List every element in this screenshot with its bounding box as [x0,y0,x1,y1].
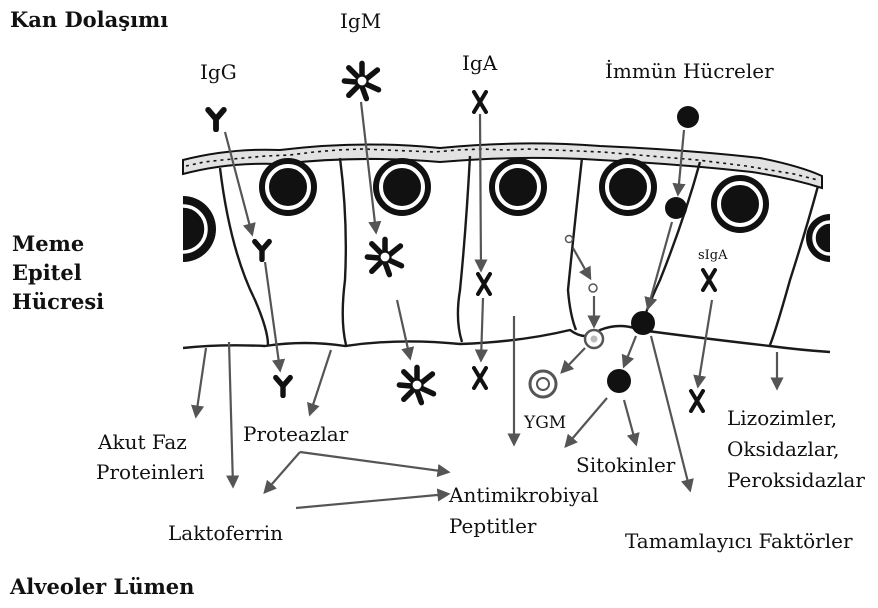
acute-phase-label-line2: Proteinleri [96,460,204,484]
igg-molecule-icon [208,110,224,129]
apical-membrane [183,326,830,352]
fat-globule [530,371,556,397]
antimicrobial-label-line2: Peptitler [449,514,537,538]
antimicrobial-label-line1: Antimikrobiyal [448,483,599,507]
iga-molecule-icon [474,368,486,388]
lumen-label: Alveoler Lümen [9,574,194,599]
fat-globule-secreting [585,330,603,348]
blood-label: Kan Dolaşımı [10,7,168,32]
igm-molecule-icon [367,239,401,274]
igg-molecule-icon [276,378,290,396]
proteases-label: Proteazlar [243,422,349,446]
epithelium-label-line1: Meme [12,231,84,256]
enzymes-label-line2: Oksidazlar, [727,437,839,461]
igm-label: IgM [340,9,381,33]
iga-molecule-icon [474,92,486,112]
enzymes-label-line3: Peroksidazlar [727,468,865,492]
nucleus [489,158,547,216]
iga-molecule-icon [478,274,490,294]
immune-cell [665,197,687,219]
iga-label: IgA [462,51,498,75]
complement-label: Tamamlayıcı Faktörler [625,529,853,553]
nucleus [599,158,657,216]
igm-molecule-icon [399,367,433,402]
acute-phase-label-line1: Akut Faz [97,430,187,454]
nucleus [806,214,830,262]
siga-molecule-icon [703,270,715,290]
lactoferrin-label: Laktoferrin [168,521,283,545]
nucleus [711,175,769,233]
immune-cell [631,311,655,335]
nucleus [259,158,317,216]
cell-wall-6 [770,186,818,345]
cytokines-label: Sitokinler [576,453,676,477]
igm-molecule-icon [344,63,378,98]
vesicle [589,284,597,292]
ygm-label: YGM [523,413,566,433]
nucleus [373,158,431,216]
igg-molecule-icon [255,242,269,260]
immune-cells-label: İmmün Hücreler [605,59,774,83]
epithelium-label-line3: Hücresi [12,289,104,314]
siga-label: sIgA [698,248,728,263]
igg-label: IgG [200,60,237,84]
cell-wall-3 [458,156,470,342]
enzymes-label-line1: Lizozimler, [727,406,837,430]
cell-wall-4 [568,158,582,330]
cell-wall-2 [340,158,346,345]
immune-cell [607,369,631,393]
immune-cell [677,106,699,128]
vesicle [566,236,573,243]
siga-molecule-icon [691,391,703,411]
epithelium-label-line2: Epitel [12,260,82,285]
nucleus [183,196,216,262]
